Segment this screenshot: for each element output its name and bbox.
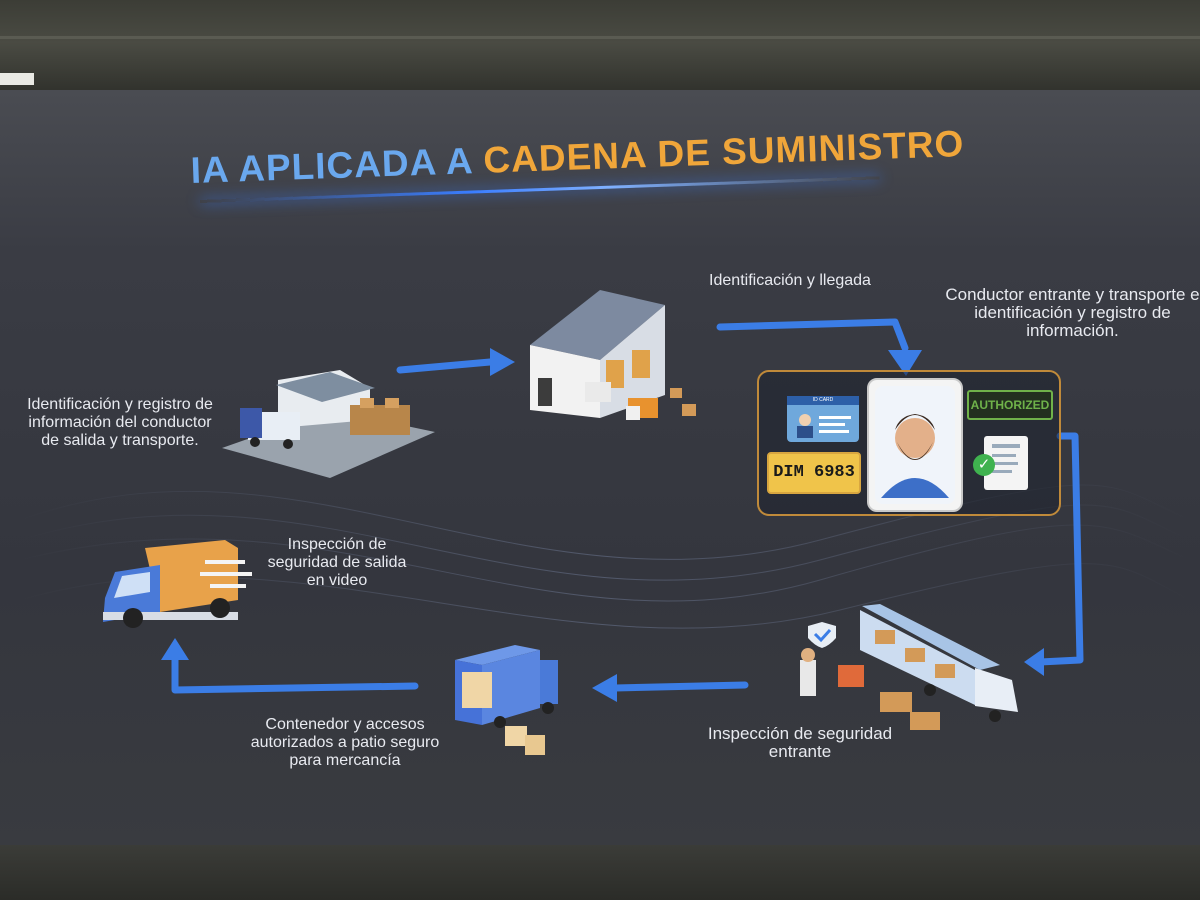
arrowhead-3	[1024, 648, 1044, 676]
background-waves	[19, 484, 1191, 629]
wall-bottom	[0, 845, 1200, 900]
label-container-access: Contenedor y accesos autorizados a patio…	[250, 716, 440, 769]
label-exit-driver: Identificación y registro de información…	[27, 396, 213, 449]
ceiling-beam	[0, 36, 1200, 39]
label-incoming-inspection: Inspección de seguridad entrante	[707, 724, 893, 761]
arrowhead-4	[592, 674, 617, 702]
id-card-header: ID CARD	[787, 396, 859, 405]
authorized-badge: AUTHORIZED	[967, 390, 1053, 420]
checkmark-icon: ✓	[973, 454, 995, 476]
document-icon	[984, 436, 1028, 490]
truck-trailer-icon	[800, 604, 1018, 730]
warehouse-icon	[222, 370, 435, 478]
arrowhead-1	[490, 348, 515, 376]
label-arrival: Identificación y llegada	[709, 272, 871, 289]
slide-title-part1: IA APLICADA A	[190, 140, 473, 191]
license-plate: DIM 6983	[767, 452, 861, 494]
driver-face-card	[867, 378, 963, 512]
flow-arrows	[171, 318, 1084, 694]
identification-panel: ID CARD DIM 6983 AUTHORIZED ✓	[757, 370, 1061, 516]
arrow-warehouse-to-arrival	[396, 358, 494, 374]
arrow-idpanel-to-inspection	[1036, 432, 1084, 666]
arrow-container-to-video	[171, 651, 419, 694]
arrow-arrival-to-idpanel	[716, 318, 909, 352]
shield-check-icon	[808, 622, 836, 648]
arrow-inspection-to-container	[611, 681, 749, 692]
arrowhead-2	[888, 350, 922, 376]
id-card: ID CARD	[787, 396, 859, 442]
delivery-truck-icon	[103, 540, 252, 628]
box-truck-icon	[455, 645, 558, 755]
id-card-photo	[797, 414, 851, 438]
ceiling-sign	[0, 73, 34, 85]
label-exit-video-inspection: Inspección de seguridad de salida en vid…	[267, 536, 407, 589]
warehouse-with-trucks-icon	[530, 290, 696, 420]
driver-avatar-icon	[875, 386, 955, 504]
ceiling	[0, 0, 1200, 95]
arrowhead-5	[161, 638, 189, 660]
label-incoming-driver: Conductor entrante y transporte e identi…	[945, 285, 1200, 340]
